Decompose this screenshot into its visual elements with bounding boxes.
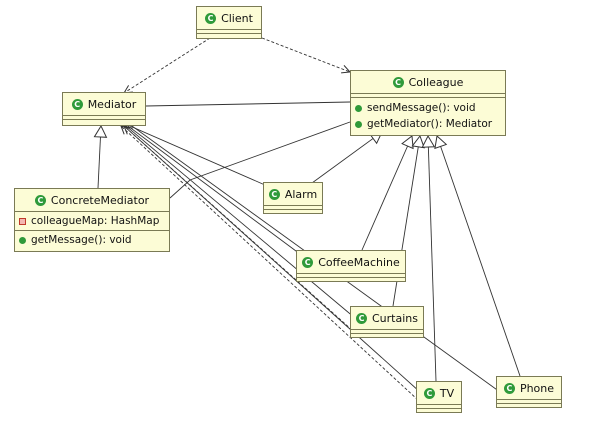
mediator-colleague-association [145, 101, 351, 107]
class-c-icon: C [268, 188, 280, 200]
class-coffee-machine-attributes [297, 273, 405, 277]
class-tv-attributes [417, 404, 461, 408]
class-colleague-header: C Colleague [351, 71, 505, 93]
class-client-operations [197, 33, 261, 37]
concretemediator-method-getmessage: getMessage(): void [19, 232, 165, 248]
class-phone-header: C Phone [497, 377, 561, 399]
class-colleague-operations: sendMessage(): void getMediator(): Media… [351, 97, 505, 134]
class-coffee-machine[interactable]: C CoffeeMachine [296, 250, 406, 282]
class-c-icon: C [423, 387, 435, 399]
concretemediator-field-colleaguemap: colleagueMap: HashMap [19, 213, 165, 229]
coffeemachine-mediator-association [127, 125, 301, 255]
class-tv[interactable]: C TV [416, 381, 462, 413]
method-signature: getMediator(): Mediator [367, 118, 493, 130]
class-mediator-name: Mediator [87, 97, 137, 111]
method-signature: getMessage(): void [31, 234, 132, 246]
public-method-icon [355, 104, 362, 112]
class-c-icon: C [34, 194, 46, 206]
class-c-icon: C [302, 256, 314, 268]
class-colleague-name: Colleague [408, 75, 464, 89]
class-c-icon: C [356, 312, 367, 324]
class-tv-operations [417, 408, 461, 412]
class-coffee-machine-header: C CoffeeMachine [297, 251, 405, 273]
client-colleague-dependency [261, 37, 350, 72]
class-coffee-machine-name: CoffeeMachine [318, 255, 400, 269]
class-client-header: C Client [197, 7, 261, 29]
class-mediator[interactable]: C Mediator [62, 92, 146, 126]
curtains-mediator-dependency [124, 126, 353, 331]
tv-mediator-dependency [121, 126, 419, 401]
tv-colleague-generalization [421, 134, 437, 382]
curtains-mediator-association [125, 125, 356, 319]
coffeemachine-colleague-generalization [361, 135, 414, 251]
class-concrete-mediator-attributes: colleagueMap: HashMap [15, 211, 169, 230]
class-tv-header: C TV [417, 382, 461, 404]
class-concrete-mediator-name: ConcreteMediator [50, 193, 150, 207]
class-c-icon: C [503, 382, 515, 394]
client-mediator-dependency [124, 37, 211, 93]
class-concrete-mediator-operations: getMessage(): void [15, 230, 169, 249]
class-curtains-header: C Curtains [351, 307, 423, 329]
class-curtains[interactable]: C Curtains [350, 306, 424, 338]
class-alarm-header: C Alarm [264, 183, 322, 205]
class-curtains-operations [351, 333, 423, 337]
concretemediator-mediator-generalization [93, 124, 108, 189]
class-phone-attributes [497, 399, 561, 403]
class-client[interactable]: C Client [196, 6, 262, 39]
class-concrete-mediator-header: C ConcreteMediator [15, 189, 169, 211]
private-field-icon [19, 217, 26, 225]
class-client-name: Client [221, 11, 253, 25]
class-alarm-operations [264, 209, 322, 213]
class-curtains-attributes [351, 329, 423, 333]
class-phone[interactable]: C Phone [496, 376, 562, 408]
class-c-icon: C [205, 12, 217, 24]
class-mediator-operations [63, 119, 145, 123]
public-method-icon [19, 236, 26, 244]
class-alarm[interactable]: C Alarm [263, 182, 323, 214]
colleague-method-getmediator: getMediator(): Mediator [355, 116, 501, 132]
class-tv-name: TV [439, 386, 455, 400]
class-coffee-machine-operations [297, 277, 405, 281]
class-mediator-attributes [63, 115, 145, 119]
public-method-icon [355, 120, 362, 128]
class-mediator-header: C Mediator [63, 93, 145, 115]
class-colleague-attributes [351, 93, 505, 97]
alarm-mediator-association [129, 125, 266, 186]
class-client-attributes [197, 29, 261, 33]
concretemediator-colleague-association [169, 121, 351, 199]
class-concrete-mediator[interactable]: C ConcreteMediator colleagueMap: HashMap… [14, 188, 170, 252]
method-signature: sendMessage(): void [367, 102, 476, 114]
class-c-icon: C [392, 76, 404, 88]
class-alarm-name: Alarm [284, 187, 318, 201]
class-colleague[interactable]: C Colleague sendMessage(): void getMedia… [350, 70, 506, 136]
alarm-colleague-generalization [311, 131, 383, 184]
class-curtains-name: Curtains [372, 311, 418, 325]
class-phone-operations [497, 403, 561, 407]
class-alarm-attributes [264, 205, 322, 209]
class-phone-name: Phone [519, 381, 555, 395]
field-signature: colleagueMap: HashMap [31, 215, 160, 227]
class-c-icon: C [71, 98, 83, 110]
colleague-method-sendmessage: sendMessage(): void [355, 100, 501, 116]
phone-colleague-generalization [434, 135, 521, 377]
